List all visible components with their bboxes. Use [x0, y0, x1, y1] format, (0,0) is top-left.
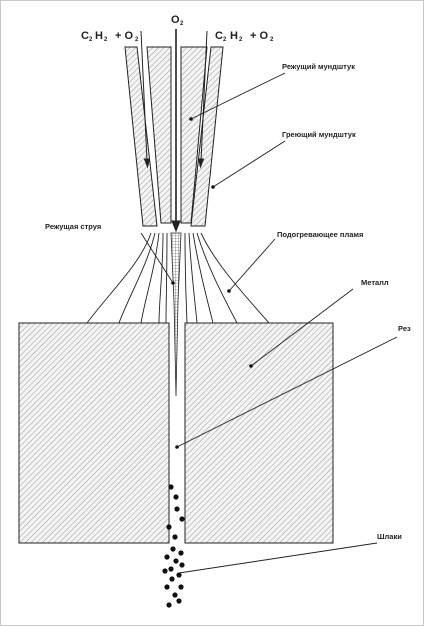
- formula-right-c-sub: 2: [223, 37, 227, 43]
- formula-left-h: H: [95, 30, 103, 42]
- preheat-flame: [86, 232, 270, 324]
- formula-right-h-sub: 2: [239, 37, 243, 43]
- formula-left-c: C: [81, 30, 89, 42]
- oxygen-o-sub: 2: [180, 21, 184, 27]
- leader-lines: [140, 72, 398, 574]
- label-metal: Металл: [361, 278, 389, 287]
- slag-drops: [162, 484, 185, 608]
- leader-heating-nozzle: [212, 140, 286, 188]
- oxygen-label: O 2: [171, 14, 184, 27]
- leader-metal: [250, 288, 354, 367]
- label-preheat-flame: Подогревающее пламя: [277, 230, 363, 239]
- leader-preheat-flame: [228, 238, 276, 292]
- flow-arrow-left: [140, 30, 148, 162]
- formula-right-c: C: [215, 30, 223, 42]
- formula-left-o-sub: 2: [135, 37, 139, 43]
- leader-cutting-nozzle: [190, 72, 286, 120]
- heating-nozzle-left: [124, 46, 158, 227]
- cutting-jet: [170, 232, 182, 397]
- gas-flow-arrows: [140, 29, 208, 233]
- metal-block-right: [184, 322, 334, 544]
- oxygen-arrowhead: [171, 220, 181, 233]
- flow-arrow-right: [200, 30, 208, 162]
- cutting-nozzle-right: [180, 46, 208, 224]
- label-cutting-nozzle: Режущий мундштук: [282, 62, 355, 71]
- formula-left-c-sub: 2: [89, 37, 93, 43]
- formula-right-plus-o: + O: [250, 30, 268, 42]
- formula-right: C 2 H 2 + O 2: [215, 30, 274, 43]
- label-cutting-jet: Режущая струя: [45, 222, 101, 231]
- heating-nozzle-right: [190, 46, 224, 227]
- label-kerf: Рез: [398, 324, 411, 333]
- leader-cutting-jet: [140, 232, 174, 284]
- label-slag: Шлаки: [377, 532, 402, 541]
- oxygen-o: O: [171, 14, 180, 26]
- label-heating-nozzle: Греющий мундштук: [282, 130, 356, 139]
- leader-kerf: [176, 336, 398, 448]
- formula-left: C 2 H 2 + O 2: [81, 30, 139, 43]
- formula-left-h-sub: 2: [104, 37, 108, 43]
- metal-block-left: [18, 322, 170, 544]
- flow-arrowhead-left: [143, 158, 151, 169]
- flow-arrowhead-right: [197, 158, 205, 169]
- formula-right-h: H: [230, 30, 238, 42]
- formula-left-plus-o: + O: [115, 30, 133, 42]
- formula-right-o-sub: 2: [270, 37, 274, 43]
- leader-slag: [178, 542, 378, 574]
- cutting-nozzle-left: [146, 46, 172, 224]
